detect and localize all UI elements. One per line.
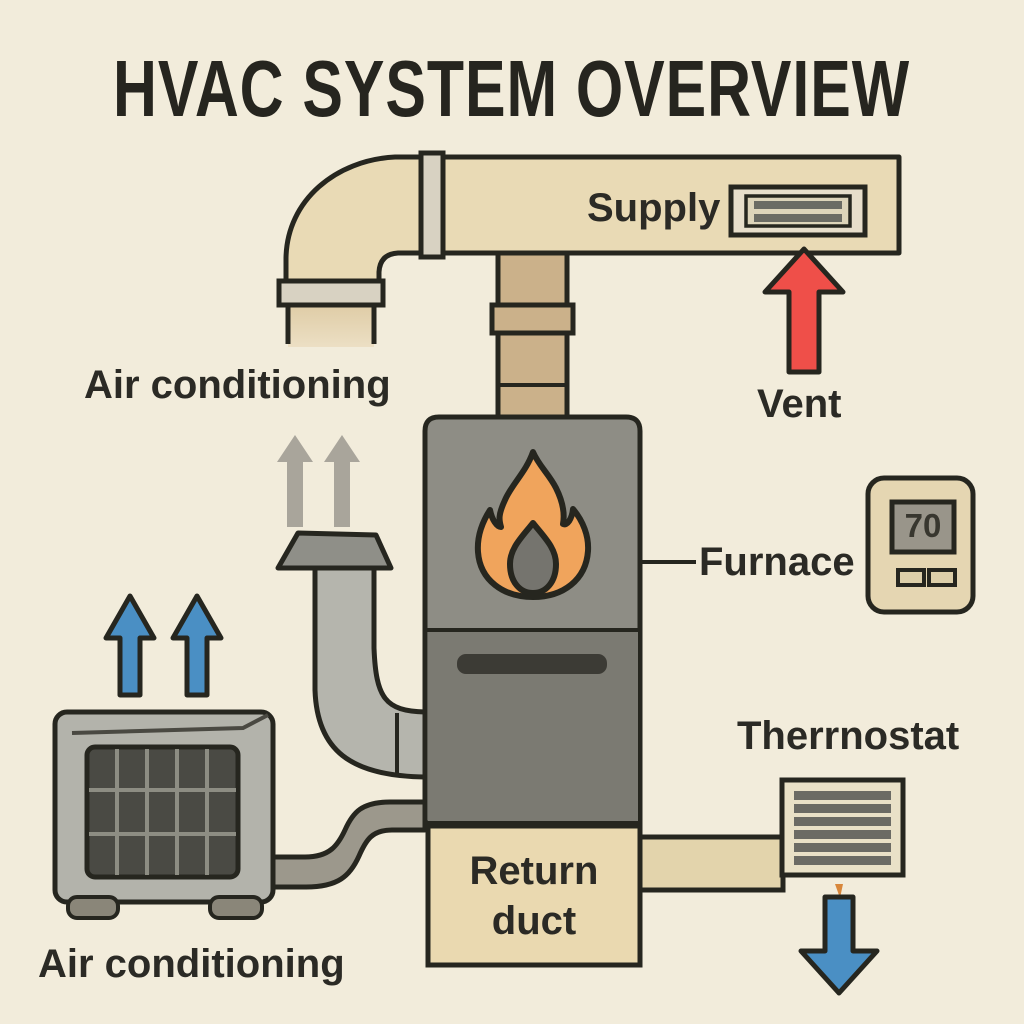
thermostat-button [927,568,957,587]
exhaust-hood [275,530,394,571]
supply-duct [276,150,902,347]
thermostat-reading: 70 [904,507,942,544]
blue-arrow-up-icons [103,593,224,698]
return-duct-label: Return duct [428,846,640,946]
thermostat-label: Therrnostat [737,714,960,758]
return-duct-box [425,823,643,968]
elbow-stub [288,305,374,347]
refrigerant-pipe [270,799,428,890]
duct-collar-band [489,302,576,336]
elbow-collar [276,278,386,308]
return-duct-run [637,834,786,893]
ac-foot [66,895,120,920]
red-arrow-up-icon [762,246,846,375]
page-title: HVAC SYSTEM OVERVIEW [113,43,911,134]
vent-grille-icon [728,184,868,238]
flame-icon [474,449,592,600]
thermostat-button [896,568,926,587]
furnace-unit [422,414,696,826]
thermostat-device [865,475,976,615]
blue-arrow-down-icon [798,894,880,996]
return-duct-label-line2: duct [491,899,577,943]
air-conditioning-top-label: Air conditioning [84,363,391,407]
ac-foot [208,895,264,920]
sensor-tip [835,884,843,898]
thermostat-display [889,499,957,555]
furnace-label: Furnace [699,540,855,584]
furnace-supply-duct [489,250,576,423]
exhaust-duct [275,530,428,780]
air-conditioning-bottom-label: Air conditioning [38,942,345,986]
supply-label: Supply [587,186,721,230]
ac-top-edge [71,713,269,735]
ac-unit [52,709,276,920]
vent-label: Vent [757,382,842,426]
return-vent-grille-icon [779,777,906,878]
furnace-vent-slot [457,654,607,674]
ac-grille [84,744,241,880]
return-duct-label-line1: Return [469,849,599,893]
gray-arrow-up-icons [277,435,360,527]
duct-collar-band [418,150,446,260]
